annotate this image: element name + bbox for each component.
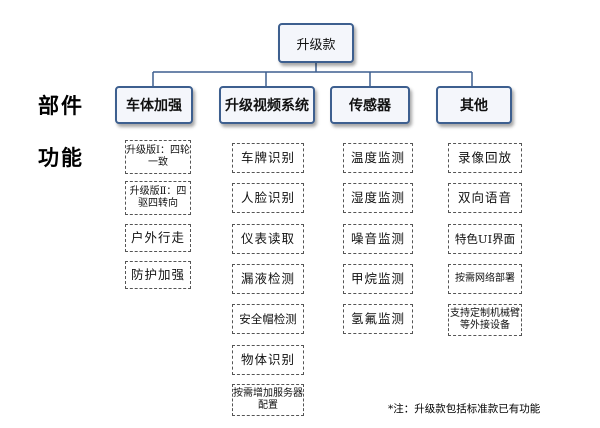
func-meter-reading: 仪表读取 [232, 224, 304, 254]
func-video-playback: 录像回放 [448, 143, 522, 173]
func-helmet-detection: 安全帽检测 [232, 304, 304, 334]
func-network-deployment: 按需网络部署 [448, 264, 522, 294]
func-hf-monitoring: 氢氟监测 [343, 304, 413, 334]
func-robot-arm-support: 支持定制机械臂等外接设备 [448, 304, 522, 336]
func-upgrade-v1: 升级版Ⅰ：四轮一致 [125, 140, 191, 174]
row-label-parts: 部件 [38, 93, 84, 118]
func-temperature-monitoring: 温度监测 [343, 143, 413, 173]
func-protection-reinforcement: 防护加强 [125, 261, 191, 289]
category-video-system: 升级视频系统 [219, 86, 315, 124]
func-custom-ui: 特色UI界面 [448, 224, 522, 254]
func-leak-detection: 漏液检测 [232, 264, 304, 294]
func-face-recognition: 人脸识别 [232, 183, 304, 213]
func-server-config: 按需增加服务器配置 [232, 384, 304, 416]
category-sensors: 传感器 [330, 86, 410, 124]
func-noise-monitoring: 噪音监测 [343, 224, 413, 254]
func-outdoor-walking: 户外行走 [125, 224, 191, 252]
root-node: 升级款 [278, 23, 354, 63]
func-plate-recognition: 车牌识别 [232, 143, 304, 173]
func-humidity-monitoring: 湿度监测 [343, 183, 413, 213]
category-others: 其他 [436, 86, 512, 124]
func-upgrade-v2: 升级版Ⅱ：四驱四转向 [125, 181, 191, 215]
footnote: *注：升级款包括标准款已有功能 [388, 403, 541, 415]
func-methane-monitoring: 甲烷监测 [343, 264, 413, 294]
row-label-functions: 功能 [38, 145, 84, 170]
func-object-recognition: 物体识别 [232, 345, 304, 375]
category-vehicle-reinforcement: 车体加强 [115, 86, 193, 124]
func-two-way-voice: 双向语音 [448, 183, 522, 213]
